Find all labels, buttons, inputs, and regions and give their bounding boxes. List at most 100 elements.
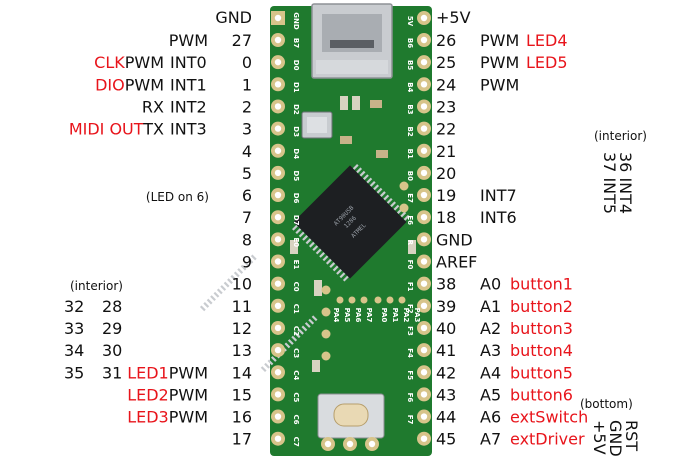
smd-part (312, 360, 320, 372)
silk-right-r: R (406, 240, 414, 246)
smd-part (352, 96, 360, 110)
silkscreen-labels: GNDB7D0D1D2D3D4D5D6D7E0E1C0C1C2C3C4C5C6C… (292, 12, 421, 447)
silk-left-c5: C5 (292, 392, 300, 402)
pin-number-right: GND (436, 230, 473, 249)
interior-pad (321, 351, 331, 361)
pin-interrupt-left: INT1 (170, 75, 207, 94)
silk-inner-pa6: PA6 (354, 308, 362, 323)
pin-interrupt-left: INT0 (170, 53, 207, 72)
silk-right-b6: B6 (406, 38, 414, 48)
silk-left-e1: E1 (292, 260, 300, 270)
pin-number-left: 0 (242, 53, 252, 72)
silk-left-e0: E0 (292, 238, 300, 248)
pin-function-right: INT7 (480, 186, 517, 205)
pin-number-right: 26 (436, 31, 456, 50)
bottom-pin-label: GND (606, 420, 625, 457)
pin-hole (274, 191, 282, 199)
pin-function-right: button1 (510, 275, 573, 294)
interior-pad (399, 203, 409, 213)
pin-hole (420, 391, 428, 398)
silk-right-f1: F1 (406, 282, 414, 292)
pin-number-left: 3 (242, 120, 252, 139)
smd-part (370, 100, 382, 108)
bottom-pin-label: +5V (590, 420, 609, 455)
pin-number-left: 15 (232, 385, 252, 404)
interior-pad (398, 296, 406, 304)
pin-function-right: button6 (510, 385, 573, 404)
pin-number-right: 20 (436, 164, 456, 183)
pin-hole (274, 236, 282, 243)
pin-hole (274, 81, 282, 88)
pin-function-right: button3 (510, 319, 573, 338)
silk-right-b5: B5 (406, 60, 414, 70)
pin-interrupt-left: INT2 (170, 97, 207, 116)
pin-hole (274, 147, 282, 154)
pin-number-left: 8 (242, 230, 252, 249)
pin-function-left: RX (142, 97, 164, 116)
pin-number-right: 43 (436, 385, 456, 404)
pin-function-right: PWM (480, 75, 519, 94)
pin-number-left: 6 (242, 186, 252, 205)
smd-part (340, 136, 352, 144)
pin-hole (420, 435, 428, 442)
pin-number-right: 24 (436, 75, 456, 94)
silk-left-d3: D3 (292, 126, 300, 137)
pin-number-left: 14 (232, 363, 252, 382)
pin-function-right: LED4 (526, 31, 568, 50)
reset-button[interactable] (317, 393, 385, 439)
pin-function-left: PWM (169, 31, 208, 50)
pin-number-right: 22 (436, 120, 456, 139)
interior-pin-number: 34 (64, 341, 84, 360)
pin-hole (274, 391, 282, 398)
pin-hole (420, 413, 428, 420)
silk-left-d5: D5 (292, 171, 300, 182)
interior-pin-number: 32 (64, 297, 84, 316)
pin-function-right: LED5 (526, 53, 568, 72)
pin-hole (368, 440, 376, 448)
interior-pad (348, 296, 356, 304)
silk-left-c0: C0 (292, 282, 300, 292)
pin-interrupt-left: INT3 (170, 120, 207, 139)
interior-pin-number: 31 (102, 363, 122, 382)
pin-function-right: button2 (510, 297, 573, 316)
interior-pads (321, 181, 409, 361)
pin-number-left: 7 (242, 208, 252, 227)
pin-hole (346, 440, 354, 448)
pin-hole (274, 280, 282, 287)
pin-hole (420, 58, 428, 66)
pin-hole (274, 36, 282, 44)
silk-inner-pa0: PA0 (380, 308, 388, 323)
pin-hole (420, 258, 428, 265)
pin-hole (420, 36, 428, 44)
pin-hole (274, 125, 282, 132)
silk-left-c7: C7 (292, 437, 300, 447)
pin-number-left: 10 (232, 275, 252, 294)
silk-left-c1: C1 (292, 304, 300, 314)
pin-hole (420, 191, 428, 199)
silk-right-f5: F5 (406, 370, 414, 380)
silk-right-b2: B2 (406, 126, 414, 136)
interior-pin-number: 30 (102, 341, 122, 360)
pin-label-gnd-top: GND (215, 8, 252, 27)
silk-left-d6: D6 (292, 193, 300, 204)
pin-function-right: A5 (480, 385, 501, 404)
pin-number-right: 38 (436, 275, 456, 294)
pin-function-right: A0 (480, 275, 501, 294)
pin-number-left: 1 (242, 75, 252, 94)
chip-pins (199, 164, 410, 373)
interior-pad (336, 296, 344, 304)
bottom-pin-label: RST (622, 420, 641, 451)
pin-number-left: 9 (242, 253, 252, 272)
silk-right-f0: F0 (406, 260, 414, 270)
pin-number-right: 21 (436, 142, 456, 161)
pin-hole (274, 103, 282, 110)
silk-right-5v: 5V (406, 16, 414, 27)
interior-right-caption: (interior) (594, 129, 647, 143)
interior-pad (374, 296, 382, 304)
silk-right-f4: F4 (406, 348, 414, 358)
pin-function-right: extSwitch (510, 408, 588, 427)
silk-left-c2: C2 (292, 326, 300, 336)
